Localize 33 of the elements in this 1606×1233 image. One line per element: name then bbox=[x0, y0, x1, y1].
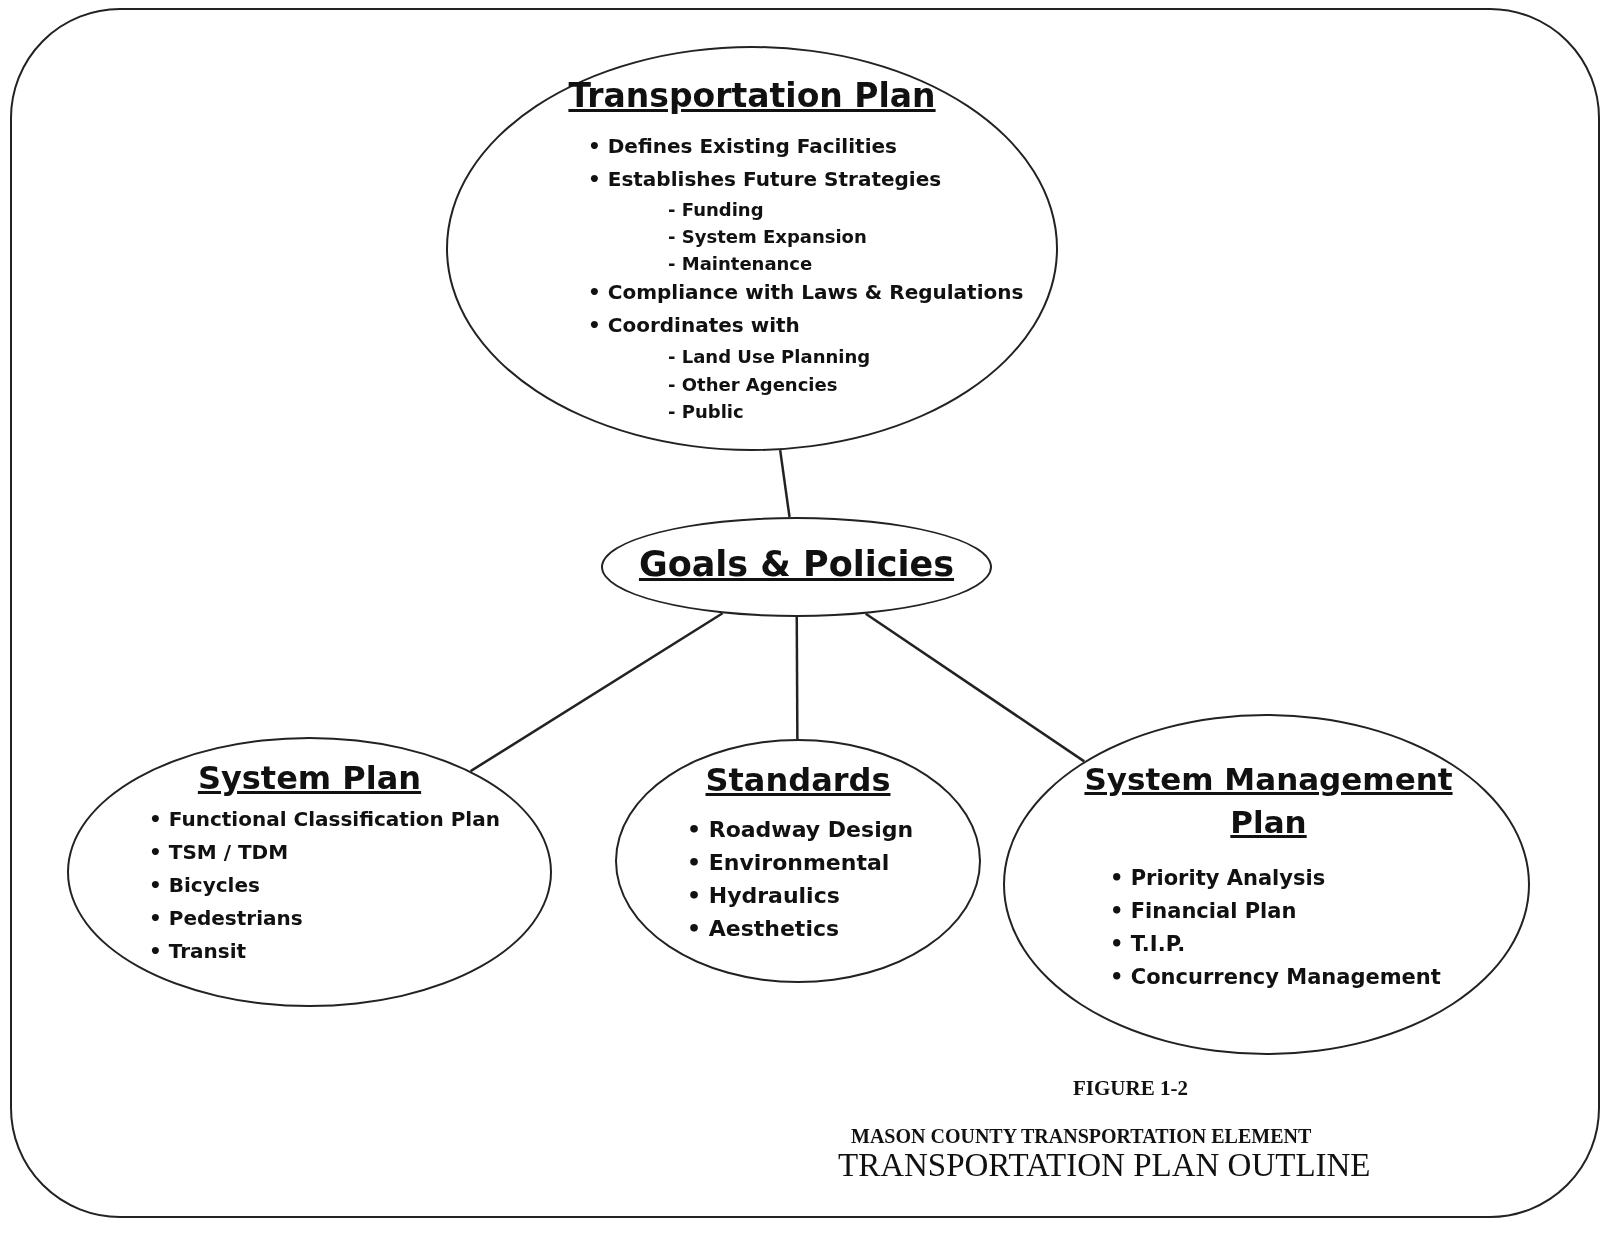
bullet-item: • Roadway Design bbox=[687, 817, 914, 844]
heading: Standards bbox=[704, 761, 892, 799]
bullet-item: • Financial Plan bbox=[1110, 899, 1298, 925]
bullet-item: • Pedestrians bbox=[149, 906, 304, 932]
caption-title: TRANSPORTATION PLAN OUTLINE bbox=[838, 1147, 1371, 1184]
bullet-item: • Defines Existing Facilities bbox=[588, 134, 898, 160]
bullet-item: • Environmental bbox=[687, 850, 891, 877]
bullet-item: • Compliance with Laws & Regulations bbox=[588, 280, 1024, 306]
bullet-item: • Coordinates with bbox=[588, 313, 801, 339]
sub-bullet-item: - Public bbox=[668, 401, 745, 424]
figure-number: FIGURE 1-2 bbox=[1073, 1076, 1188, 1101]
sub-bullet-item: - Land Use Planning bbox=[668, 346, 872, 369]
heading: System Plan bbox=[196, 759, 423, 797]
sub-bullet-item: - Maintenance bbox=[668, 253, 814, 276]
bullet-item: • Bicycles bbox=[149, 873, 261, 899]
sub-bullet-item: - Funding bbox=[668, 199, 765, 222]
bullet-item: • Hydraulics bbox=[687, 883, 841, 910]
bullet-item: • TSM / TDM bbox=[149, 840, 290, 866]
sub-bullet-item: - System Expansion bbox=[668, 226, 868, 249]
heading: Goals & Policies bbox=[637, 544, 956, 584]
connector-line bbox=[778, 449, 791, 518]
bullet-item: • Concurrency Management bbox=[1110, 965, 1441, 991]
bullet-item: • Establishes Future Strategies bbox=[588, 167, 943, 193]
bullet-item: • T.I.P. bbox=[1110, 932, 1187, 958]
sub-bullet-item: - Other Agencies bbox=[668, 374, 839, 397]
connector-line bbox=[795, 617, 799, 739]
bullet-item: • Aesthetics bbox=[687, 916, 841, 943]
bullet-item: • Transit bbox=[149, 939, 248, 965]
heading: System Management Plan bbox=[1083, 760, 1454, 843]
heading: Transportation Plan bbox=[567, 76, 937, 115]
caption-subtitle: MASON COUNTY TRANSPORTATION ELEMENT bbox=[851, 1125, 1312, 1148]
bullet-item: • Functional Classification Plan bbox=[149, 807, 500, 833]
bullet-item: • Priority Analysis bbox=[1110, 866, 1327, 892]
